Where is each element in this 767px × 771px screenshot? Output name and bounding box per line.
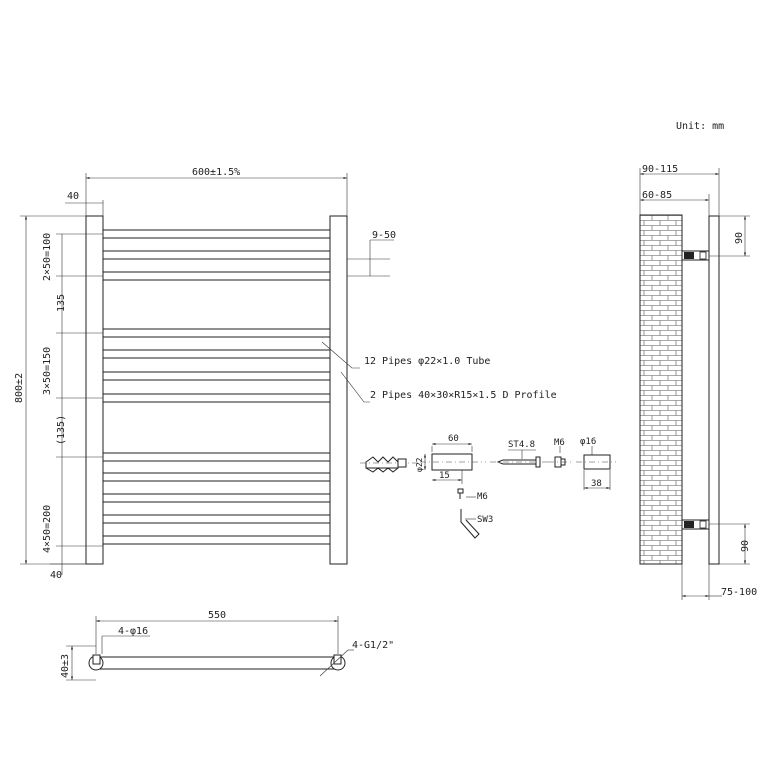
tube bbox=[102, 371, 331, 381]
screw-label: ST4.8 bbox=[508, 440, 535, 450]
dia16-label: φ16 bbox=[580, 437, 596, 447]
bracket-top-label: 90 bbox=[734, 232, 745, 244]
cover-cap-icon: φ16 38 bbox=[576, 437, 616, 490]
tube bbox=[102, 535, 331, 545]
bottom-bracket-icon bbox=[681, 519, 710, 530]
wrench-label: SW3 bbox=[477, 515, 493, 525]
tube bbox=[102, 493, 331, 503]
wall-gap-label: 9-50 bbox=[372, 230, 396, 241]
brick-wall bbox=[639, 214, 683, 565]
bottom-view: 550 4-φ16 4-G1/2" 40±3 bbox=[60, 610, 394, 681]
spacer-sleeve-icon: 60 φ22 15 bbox=[415, 434, 486, 484]
tube bbox=[102, 229, 331, 239]
screw-icon: ST4.8 bbox=[490, 440, 548, 468]
spacing-mid-label: 3×50=150 bbox=[42, 347, 53, 395]
gap-two-label: (135) bbox=[56, 415, 67, 445]
width-dimension: 600±1.5% bbox=[192, 167, 240, 178]
dia22-label: φ22 bbox=[415, 457, 424, 472]
allen-key-icon: SW3 bbox=[460, 509, 493, 539]
wall-plug-icon bbox=[360, 456, 420, 473]
tube bbox=[102, 328, 331, 338]
tube bbox=[102, 514, 331, 524]
wall-offset-label: 75-100 bbox=[721, 587, 757, 598]
depth-outer-label: 90-115 bbox=[642, 164, 678, 175]
tube bbox=[102, 271, 331, 281]
height-dimension: 800±2 bbox=[14, 373, 25, 403]
len38-label: 38 bbox=[591, 479, 602, 489]
tube bbox=[102, 472, 331, 482]
side-profile bbox=[708, 215, 720, 565]
len15-label: 15 bbox=[439, 471, 450, 481]
depth-inner-label: 60-85 bbox=[642, 190, 672, 201]
bottom-offset-label: 40 bbox=[50, 570, 62, 581]
span-label: 550 bbox=[208, 610, 226, 621]
left-connector-icon bbox=[88, 654, 104, 671]
holes-label: 4-φ16 bbox=[118, 626, 148, 637]
tube-callout: 12 Pipes φ22×1.0 Tube bbox=[364, 356, 490, 367]
bottom-profile-bar bbox=[93, 656, 343, 670]
m6-top-label: M6 bbox=[554, 438, 565, 448]
front-view: 600±1.5% 40 800±2 2×50=100 135 3×50=150 … bbox=[14, 167, 557, 581]
right-profile bbox=[329, 215, 348, 565]
top-offset-label: 40 bbox=[67, 191, 79, 202]
nut-icon: M6 bbox=[548, 438, 572, 468]
depth-label: 40±3 bbox=[60, 654, 71, 678]
tube bbox=[102, 349, 331, 359]
spacing-top-label: 2×50=100 bbox=[42, 233, 53, 281]
tube bbox=[102, 452, 331, 462]
left-profile bbox=[85, 215, 104, 565]
mounting-parts: 60 φ22 15 M6 SW3 ST4.8 bbox=[360, 434, 616, 539]
horizontal-tubes bbox=[102, 229, 331, 545]
connectors-label: 4-G1/2" bbox=[352, 640, 394, 651]
profile-callout: 2 Pipes 40×30×R15×1.5 D Profile bbox=[370, 390, 557, 401]
len60-label: 60 bbox=[448, 434, 459, 444]
gap-one-label: 135 bbox=[56, 294, 67, 312]
spacing-bottom-label: 4×50=200 bbox=[42, 505, 53, 553]
side-view: 90-115 60-85 90 90 75-100 bbox=[639, 164, 757, 600]
bracket-bottom-label: 90 bbox=[740, 540, 751, 552]
m6-bottom-label: M6 bbox=[477, 492, 488, 502]
unit-label: Unit: mm bbox=[676, 121, 724, 132]
top-bracket-icon bbox=[681, 250, 710, 261]
set-screw-icon: M6 bbox=[457, 488, 488, 502]
tube bbox=[102, 393, 331, 403]
tube bbox=[102, 250, 331, 260]
